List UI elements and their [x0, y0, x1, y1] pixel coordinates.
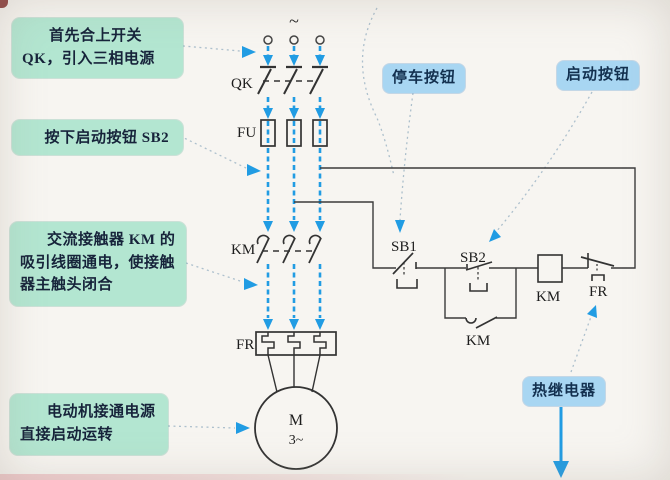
terminal-l1 — [263, 35, 273, 45]
fr-heater-label: FR — [236, 337, 254, 353]
callout-start-button: 启动按钮 — [557, 61, 640, 90]
leader-step2 — [179, 135, 247, 169]
arrow-to-motor — [236, 422, 250, 434]
motor-phase-label: 3~ — [289, 433, 304, 448]
arrow-to-km-line — [244, 278, 258, 290]
annotation-step-2: 按下启动按钮 SB2 — [12, 120, 183, 155]
terminal-l2 — [289, 35, 299, 45]
fr-contact-label: FR — [589, 284, 607, 300]
leader-lines — [167, 7, 593, 429]
km-aux-label: KM — [466, 333, 490, 349]
km-aux-contact — [465, 316, 498, 329]
leader-thermal-relay — [570, 313, 593, 373]
km-main-contacts — [256, 234, 322, 264]
leader-arrowheads — [236, 46, 597, 434]
fuse-fu — [260, 119, 328, 147]
arrow-to-line1 — [247, 164, 261, 176]
leader-curve-decorative — [361, 7, 395, 177]
three-phase-terminals — [263, 35, 325, 45]
callout-stop-button: 停车按钮 — [383, 64, 466, 93]
fr-contact — [580, 253, 615, 281]
current-flow-dashes — [266, 46, 322, 318]
arrow-to-sb1 — [395, 220, 405, 233]
arrow-to-sb2 — [489, 229, 501, 242]
scan-corner-artifact — [0, 0, 8, 8]
ac-supply-symbol: ~ — [289, 11, 299, 31]
fr-heater — [255, 331, 337, 356]
qk-label: QK — [231, 76, 253, 92]
sb1-label: SB1 — [391, 239, 417, 255]
arrow-to-fr-contact — [587, 305, 597, 318]
arrow-to-qk — [242, 46, 256, 58]
control-circuit-wires — [294, 167, 636, 319]
annotation-step-4: 电动机接通电源直接启动运转 — [10, 394, 168, 455]
sb2-label: SB2 — [460, 250, 486, 266]
leader-step4 — [167, 425, 236, 429]
leader-step1 — [171, 44, 241, 52]
sb2-button — [465, 261, 493, 292]
annotation-step-1: 首先合上开关 QK，引入三相电源 — [12, 18, 183, 78]
sequence-down-arrow — [553, 407, 569, 478]
leader-stop-button — [399, 92, 414, 221]
fu-label: FU — [237, 125, 256, 141]
callout-thermal-relay: 热继电器 — [523, 377, 606, 406]
qk-switch — [257, 65, 328, 95]
km-main-label: KM — [231, 242, 255, 258]
terminal-l3 — [315, 35, 325, 45]
km-coil — [537, 254, 563, 283]
motor — [254, 354, 338, 470]
leader-start-button — [495, 91, 593, 233]
annotation-step-3: 交流接触器 KM 的吸引线圈通电，使接触器主触头闭合 — [10, 222, 186, 306]
sb1-button — [392, 252, 418, 289]
km-coil-label: KM — [536, 289, 560, 305]
leader-step3 — [185, 262, 244, 283]
motor-m-label: M — [289, 412, 303, 429]
current-flow-arrowheads — [263, 55, 325, 330]
